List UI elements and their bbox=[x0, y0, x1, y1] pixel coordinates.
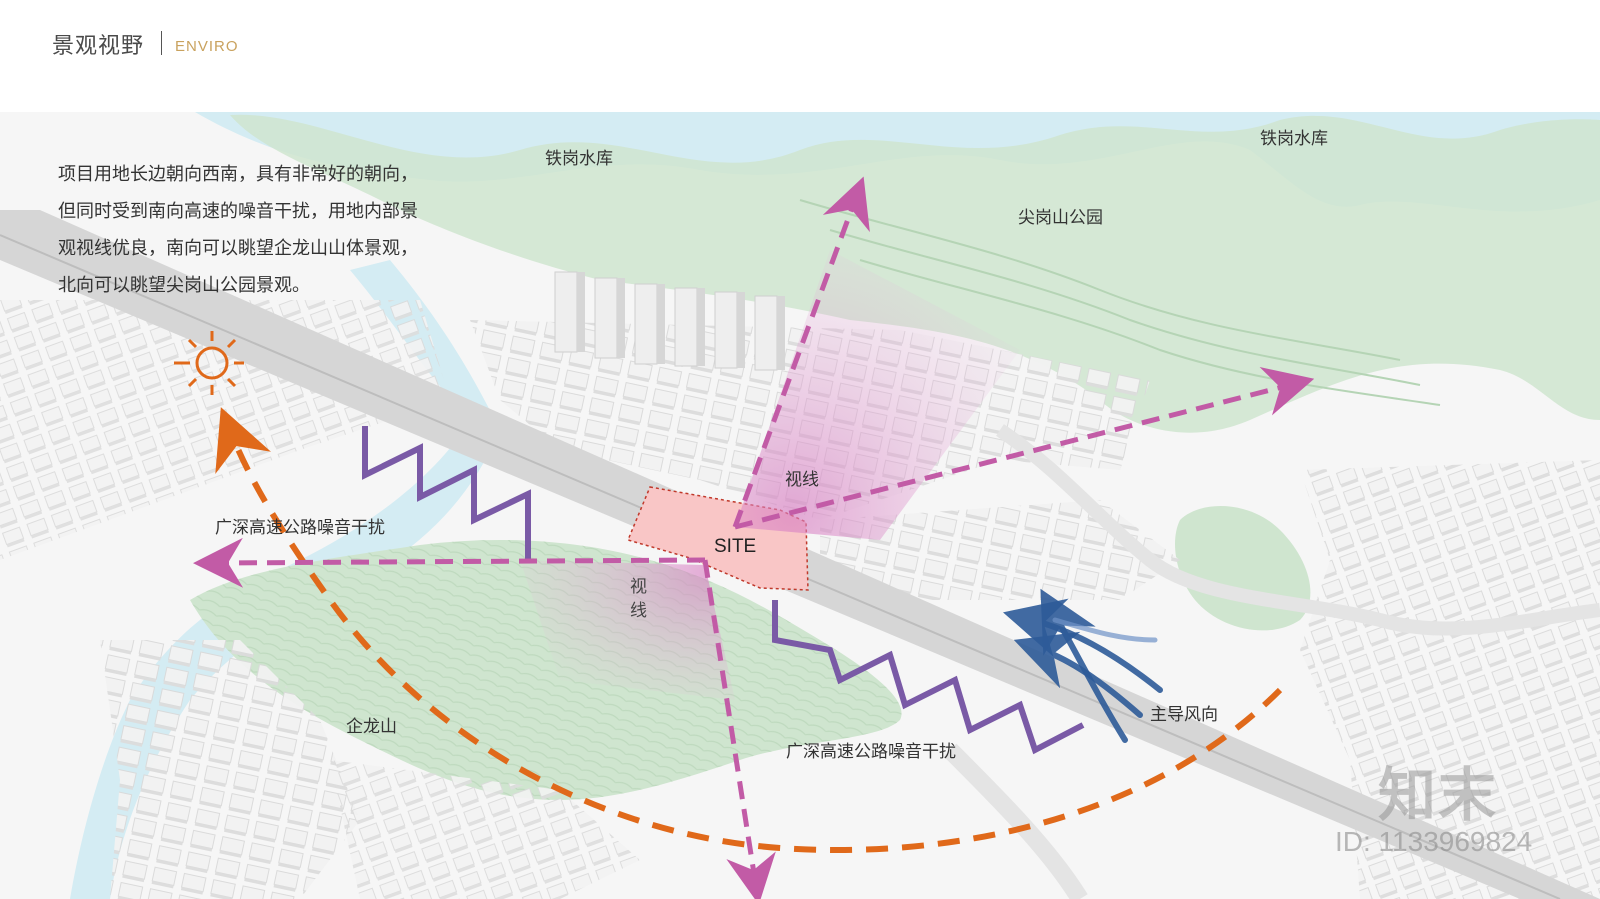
sightline-arrow-east bbox=[734, 366, 1315, 530]
label-wind: 主导风向 bbox=[1150, 705, 1218, 725]
watermark-id: ID: 1133969824 bbox=[1335, 826, 1533, 857]
noise-zigzag-upper bbox=[362, 426, 531, 560]
page-title: 景观视野 bbox=[52, 34, 145, 59]
page-header: 景观视野 ENVIRO bbox=[0, 0, 1600, 100]
description-line: 观视线优良，南向可以眺望企龙山山体景观， bbox=[58, 238, 418, 259]
noise-zigzag-lower bbox=[772, 600, 1085, 755]
sightline-arrow-west bbox=[193, 537, 706, 588]
road-east bbox=[996, 424, 1600, 636]
mountain-contours bbox=[190, 540, 902, 800]
label-noise-upper: 广深高速公路噪音干扰 bbox=[215, 518, 385, 538]
sightline-fan-north bbox=[735, 250, 1020, 540]
sun-path-arc bbox=[215, 407, 1283, 853]
label-noise-lower: 广深高速公路噪音干扰 bbox=[786, 742, 956, 762]
label-sightline-south: 视线 bbox=[630, 577, 647, 621]
park-contours bbox=[829, 229, 1421, 386]
title-divider bbox=[161, 31, 162, 55]
tower-group bbox=[554, 271, 785, 371]
sun-icon bbox=[174, 331, 244, 395]
label-sightline-north: 视线 bbox=[785, 470, 819, 490]
sightline-fan-south bbox=[520, 560, 735, 700]
park-contours bbox=[799, 199, 1401, 361]
buildings-south bbox=[330, 760, 640, 899]
wind-arrows bbox=[1002, 588, 1163, 743]
description-line: 北向可以眺望尖岗山公园景观。 bbox=[58, 275, 310, 296]
park-contours bbox=[859, 259, 1441, 406]
site-label: SITE bbox=[714, 536, 757, 557]
buildings-east bbox=[820, 500, 1180, 600]
road-south bbox=[943, 743, 1088, 899]
buildings-southwest bbox=[100, 640, 360, 899]
sightline-arrow-south bbox=[702, 559, 776, 899]
description-line: 但同时受到南向高速的噪音干扰，用地内部景 bbox=[58, 201, 418, 222]
sightline-arrow-north bbox=[732, 176, 870, 528]
label-mountain: 企龙山 bbox=[346, 717, 397, 737]
watermark-logo: 知末 bbox=[1378, 761, 1499, 829]
page-subtitle: ENVIRO bbox=[175, 38, 239, 55]
park-greenery bbox=[230, 114, 1600, 433]
label-reservoir-left: 铁岗水库 bbox=[545, 149, 613, 169]
description-line: 项目用地长边朝向西南，具有非常好的朝向， bbox=[58, 164, 418, 185]
label-park: 尖岗山公园 bbox=[1018, 208, 1103, 228]
buildings-far-east bbox=[1300, 460, 1600, 899]
label-reservoir-right: 铁岗水库 bbox=[1260, 129, 1328, 149]
